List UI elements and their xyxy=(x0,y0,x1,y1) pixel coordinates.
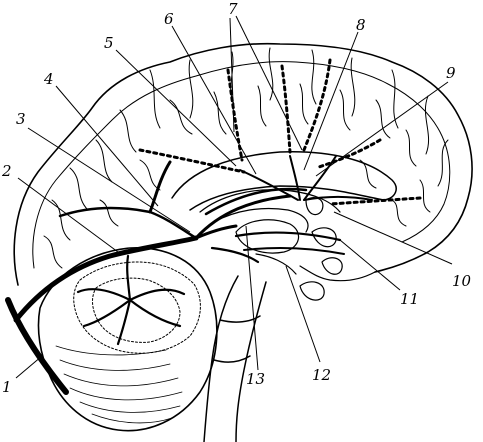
callout-labels: 1 2 3 4 5 6 7 8 9 10 11 12 13 xyxy=(1,0,472,396)
venous-sinuses xyxy=(5,155,373,395)
dotted-veins xyxy=(138,58,422,206)
callout-label-6: 6 xyxy=(164,10,174,28)
callout-label-12: 12 xyxy=(312,366,331,384)
cerebrum-outline xyxy=(13,42,473,286)
diencephalon xyxy=(235,197,343,301)
callout-label-5: 5 xyxy=(104,34,114,52)
leader-lines xyxy=(15,15,453,379)
callout-label-7: 7 xyxy=(228,0,238,18)
callout-label-2: 2 xyxy=(1,162,12,180)
callout-label-13: 13 xyxy=(246,370,265,388)
cerebellum xyxy=(37,247,218,432)
callout-label-11: 11 xyxy=(400,290,419,308)
brainstem xyxy=(203,275,267,442)
callout-label-4: 4 xyxy=(43,70,54,88)
callout-label-9: 9 xyxy=(446,64,456,82)
callout-label-3: 3 xyxy=(16,110,26,128)
callout-label-1: 1 xyxy=(2,378,12,396)
callout-label-10: 10 xyxy=(452,272,472,290)
callout-label-8: 8 xyxy=(356,16,366,34)
